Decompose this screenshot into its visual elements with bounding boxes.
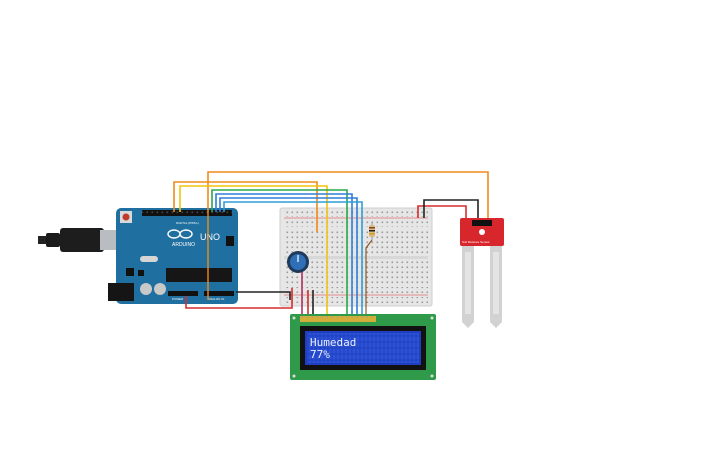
wires (173, 171, 489, 318)
lcd-line-1: Humedad (310, 336, 356, 349)
arduino-uno-board[interactable]: ARDUINO UNO DIGITAL (PWM~) POWER ANALOG … (108, 208, 238, 304)
lcd-line-2: 77% (310, 348, 330, 361)
wire-green[interactable] (211, 189, 348, 318)
power-header-label: POWER (172, 297, 184, 301)
analog-header-label: ANALOG IN (208, 297, 224, 301)
wire-red[interactable] (185, 288, 293, 309)
wire-red[interactable] (417, 205, 467, 222)
board-model-label: UNO (200, 232, 220, 242)
usb-cable[interactable] (38, 228, 126, 252)
sensor-label: Soil Moisture Sensor (462, 240, 490, 244)
capacitor (154, 283, 166, 295)
wire-orange[interactable] (173, 181, 318, 232)
wire-blue[interactable] (223, 201, 363, 318)
wire-black[interactable] (236, 291, 291, 300)
wire-orange[interactable] (207, 171, 489, 222)
analog-header (204, 291, 234, 296)
resistor[interactable] (369, 222, 375, 240)
wire-yellow[interactable] (179, 185, 328, 318)
crystal (140, 256, 158, 262)
arduino-logo-icon (167, 229, 193, 239)
power-header (168, 291, 198, 296)
wire-blue[interactable] (219, 197, 358, 318)
sensor-led-icon (479, 229, 485, 235)
arduino-logo-text: ARDUINO (172, 242, 195, 248)
capacitor (140, 283, 152, 295)
digital-header-label: DIGITAL (PWM~) (176, 221, 199, 225)
atmega-chip (166, 268, 232, 282)
lcd-module[interactable]: Humedad 77% (290, 314, 436, 380)
soil-moisture-sensor[interactable]: Soil Moisture Sensor (460, 218, 504, 328)
potentiometer[interactable] (287, 251, 309, 273)
breadboard[interactable] (279, 207, 433, 307)
wire-black[interactable] (423, 199, 479, 222)
power-jack (108, 283, 134, 301)
wire-blue[interactable] (215, 193, 353, 318)
